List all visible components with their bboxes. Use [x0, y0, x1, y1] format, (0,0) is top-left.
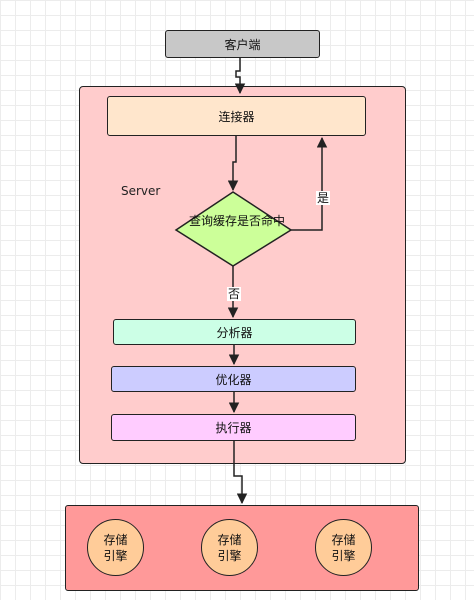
connector-node[interactable]: 连接器 [107, 96, 366, 136]
storage-engine-label: 存储 引擎 [217, 532, 242, 563]
server-label: Server [121, 184, 161, 198]
cache-check-diamond[interactable] [174, 191, 293, 267]
server-frame [79, 86, 406, 464]
client-node[interactable]: 客户端 [165, 30, 320, 58]
client-to-connector-arrow [234, 58, 246, 95]
storage-engine-3[interactable]: 存储 引擎 [315, 519, 372, 576]
storage-engine-1[interactable]: 存储 引擎 [87, 519, 144, 576]
executor-to-storage-arrow [233, 441, 248, 505]
cache-check-label: 查询缓存是否命中 [188, 214, 285, 228]
storage-engine-2[interactable]: 存储 引擎 [201, 519, 258, 576]
cache-hit-return-arrow [291, 136, 328, 231]
optimizer-node[interactable]: 优化器 [111, 366, 356, 392]
storage-engine-label: 存储 引擎 [331, 532, 356, 563]
connector-to-cache-arrow [227, 136, 239, 192]
analyzer-node[interactable]: 分析器 [113, 319, 356, 345]
cache-miss-label: 否 [227, 287, 242, 301]
cache-hit-label: 是 [316, 191, 331, 205]
storage-engine-label: 存储 引擎 [103, 532, 128, 563]
executor-node[interactable]: 执行器 [111, 414, 356, 441]
